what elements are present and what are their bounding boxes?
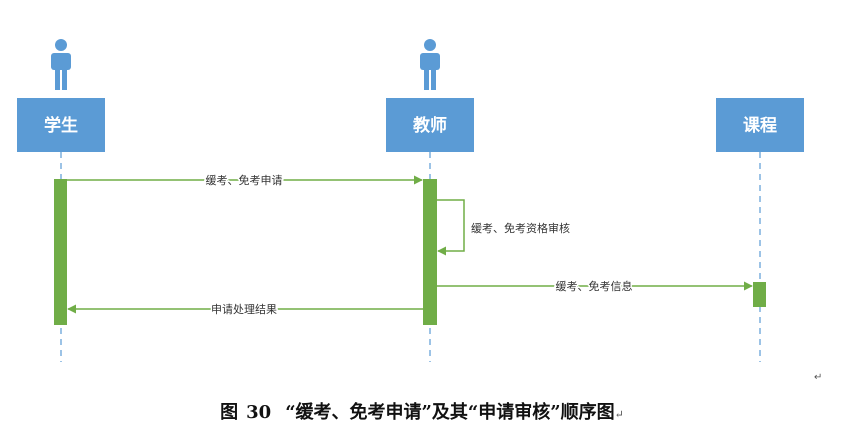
message-label: 缓考、免考信息 — [556, 279, 633, 293]
participant-label: 学生 — [44, 115, 78, 136]
actor-icon-left-leg — [424, 68, 429, 90]
participant-label: 课程 — [743, 116, 777, 136]
actor-icon-right-leg — [431, 68, 436, 90]
message-label: 缓考、免考申请 — [206, 173, 283, 187]
actor-icon-torso — [420, 53, 440, 70]
activation-bar — [753, 282, 766, 307]
message-label: 缓考、免考资格审核 — [471, 221, 570, 235]
participant-box — [716, 98, 804, 152]
activation-bar — [54, 179, 67, 325]
paragraph-mark: ↵ — [614, 408, 624, 421]
figure-caption: 图 30 “缓考、免考申请”及其“申请审核”顺序图↵ — [0, 398, 844, 424]
message-arrow — [437, 199, 465, 256]
actor-icon-left-leg — [55, 68, 60, 90]
caption-text: “缓考、免考申请”及其“申请审核”顺序图 — [285, 402, 615, 423]
actor-icon-right-leg — [62, 68, 67, 90]
participant-box — [17, 98, 105, 152]
caption-number: 30 — [246, 402, 272, 423]
actor-icon — [420, 39, 440, 90]
paragraph-mark-upper: ↵ — [814, 372, 823, 383]
caption-prefix: 图 — [220, 402, 239, 423]
participant-box — [386, 98, 474, 152]
participant-label: 教师 — [412, 115, 447, 136]
actor-icon-torso — [51, 53, 71, 70]
actor-icon-head — [55, 39, 67, 51]
actor-icon — [51, 39, 71, 90]
actor-icon-head — [424, 39, 436, 51]
activation-bar — [423, 179, 437, 325]
message-label: 申请处理结果 — [211, 303, 277, 316]
